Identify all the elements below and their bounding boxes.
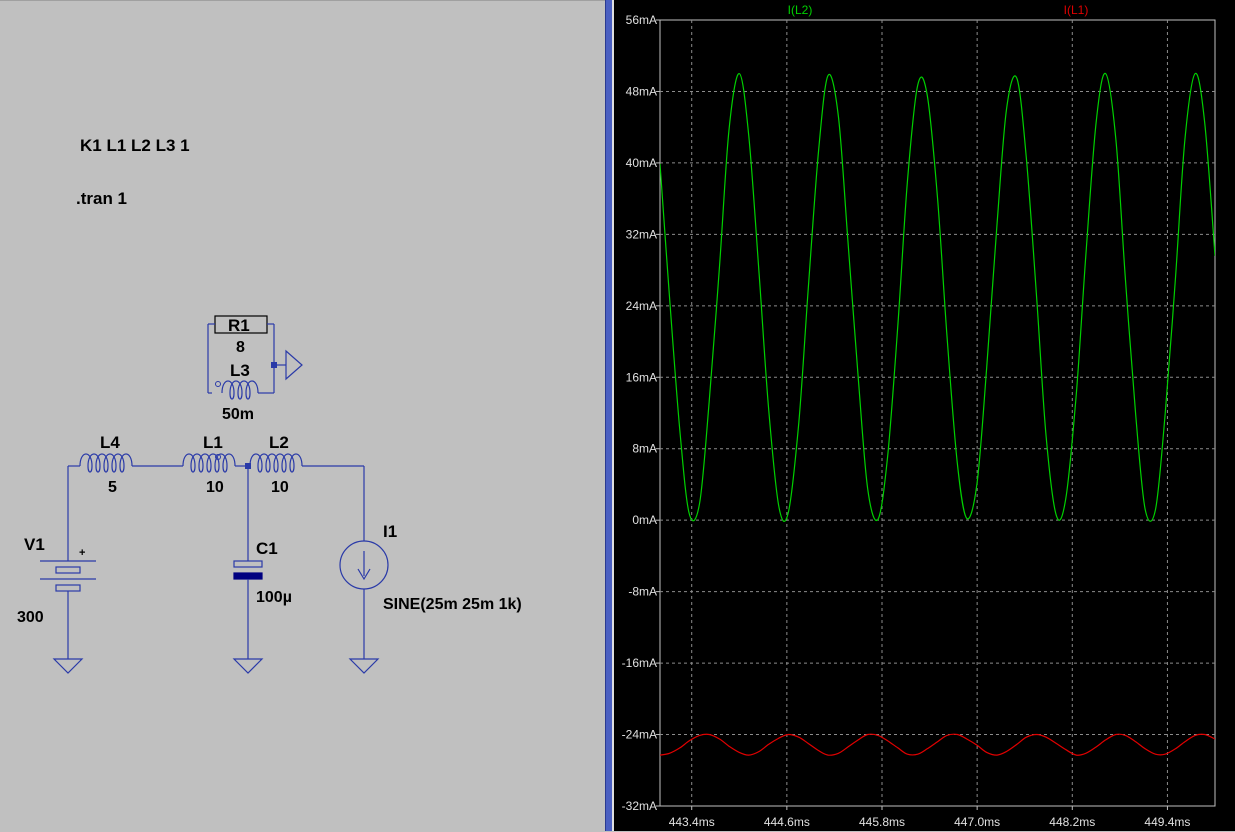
y-tick-label: 48mA [626, 84, 657, 98]
ground-v1 [52, 658, 84, 674]
l1-name[interactable]: L1 [203, 433, 223, 452]
l2-value[interactable]: 10 [271, 479, 289, 496]
y-tick-label: -24mA [622, 728, 657, 742]
plot-traces [660, 72, 1215, 756]
x-tick-label: 445.8ms [859, 815, 905, 829]
r1-name[interactable]: R1 [228, 316, 250, 335]
y-tick-label: -32mA [622, 799, 657, 813]
l4-name[interactable]: L4 [100, 433, 120, 452]
inductor-l3[interactable] [221, 380, 259, 400]
resistor-r1[interactable] [208, 315, 274, 334]
l4-value[interactable]: 5 [108, 479, 117, 496]
plot-ticks: 56mA 48mA 40mA 32mA 24mA 16mA 8mA 0mA -8mA -16mA -… [622, 13, 1191, 829]
plot-grid [659, 19, 1216, 807]
r1-value[interactable]: 8 [236, 339, 245, 356]
waveform-viewer[interactable]: 56mA 48mA 40mA 32mA 24mA 16mA 8mA 0mA -8mA -16mA -… [614, 0, 1235, 831]
waveform-plot[interactable]: 56mA 48mA 40mA 32mA 24mA 16mA 8mA 0mA -8mA -16mA -… [614, 0, 1235, 831]
ground-r1-l3 [285, 349, 303, 381]
y-tick-label: 32mA [626, 227, 657, 241]
legend-il2[interactable]: I(L2) [788, 3, 813, 17]
schematic-editor[interactable]: K1 L1 L2 L3 1 .tran 1 [0, 0, 605, 831]
x-tick-label: 449.4ms [1144, 815, 1190, 829]
y-tick-label: 16mA [626, 370, 657, 384]
v1-name[interactable]: V1 [24, 535, 45, 554]
legend-il1[interactable]: I(L1) [1064, 3, 1089, 17]
l2-name[interactable]: L2 [269, 433, 289, 452]
y-tick-label: -16mA [622, 656, 657, 670]
ground-i1 [348, 658, 380, 674]
y-tick-label: 40mA [626, 156, 657, 170]
x-tick-label: 447.0ms [954, 815, 1000, 829]
y-tick-label: 56mA [626, 13, 657, 27]
plot-legend[interactable]: I(L2) I(L1) [788, 3, 1089, 17]
v1-polarity: + [79, 547, 85, 559]
l3-value[interactable]: 50m [222, 406, 254, 423]
c1-value[interactable]: 100µ [256, 589, 292, 606]
x-tick-label: 448.2ms [1049, 815, 1095, 829]
v1-value[interactable]: 300 [17, 609, 44, 626]
c1-name[interactable]: C1 [256, 539, 278, 558]
trace-il1 [660, 733, 1215, 756]
capacitor-c1[interactable] [233, 560, 263, 580]
directive-tran[interactable]: .tran 1 [76, 189, 127, 208]
y-tick-label: 24mA [626, 299, 657, 313]
directive-coupling[interactable]: K1 L1 L2 L3 1 [80, 136, 190, 155]
l1-value[interactable]: 10 [206, 479, 224, 496]
y-tick-label: -8mA [628, 585, 657, 599]
i1-name[interactable]: I1 [383, 522, 397, 541]
current-source-i1[interactable] [339, 540, 389, 590]
y-tick-label: 0mA [632, 513, 657, 527]
ground-c1 [232, 658, 264, 674]
voltage-source-v1[interactable] [40, 560, 96, 592]
y-tick-label: 8mA [632, 442, 657, 456]
schematic-canvas[interactable]: K1 L1 L2 L3 1 .tran 1 [0, 1, 605, 832]
inductor-l4[interactable] [79, 453, 133, 473]
i1-value[interactable]: SINE(25m 25m 1k) [383, 596, 522, 613]
plot-frame [659, 19, 1216, 807]
l3-name[interactable]: L3 [230, 361, 250, 380]
x-tick-label: 443.4ms [669, 815, 715, 829]
pane-splitter[interactable] [605, 0, 614, 831]
inductor-l1[interactable] [182, 453, 236, 473]
inductor-l2[interactable] [249, 453, 303, 473]
trace-il2 [660, 72, 1215, 522]
x-tick-label: 444.6ms [764, 815, 810, 829]
